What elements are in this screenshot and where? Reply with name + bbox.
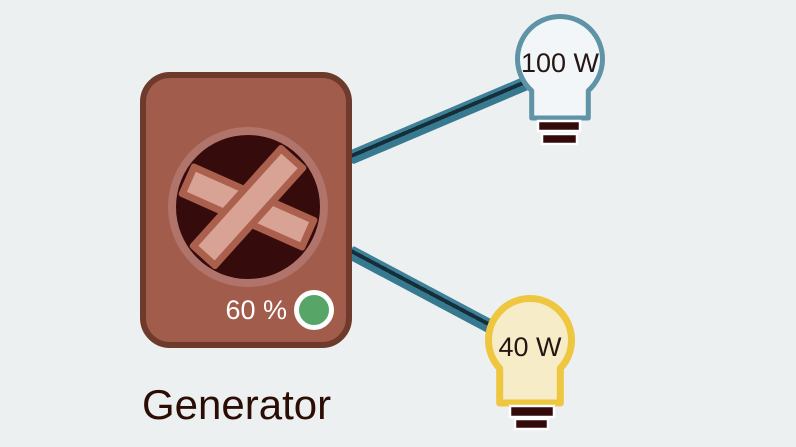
load-percentage-label: 60 % <box>225 295 287 325</box>
bulb-100w-glass[interactable] <box>515 13 605 121</box>
generator-dial <box>168 127 328 287</box>
generator-device[interactable]: 60 % <box>140 72 352 348</box>
bulb-40w-base-bar <box>508 404 556 419</box>
generator-status-row: 60 % <box>225 290 334 330</box>
bulb-40w-base-bar <box>513 417 550 431</box>
bulb-40w[interactable]: 40 W <box>475 293 595 438</box>
generator-label: Generator <box>142 381 332 428</box>
status-light-icon <box>294 290 334 330</box>
bulb-100w-wattage-label: 100 W <box>521 48 600 78</box>
bulb-100w-base-bar <box>540 132 579 146</box>
bulb-40w-glass[interactable] <box>485 295 575 407</box>
wire-to-100w-bulb <box>347 74 534 165</box>
bulb-40w-wattage-label: 40 W <box>498 332 562 362</box>
bulb-100w-base-bar <box>536 119 582 133</box>
bulb-100w[interactable]: 100 W <box>510 10 620 156</box>
